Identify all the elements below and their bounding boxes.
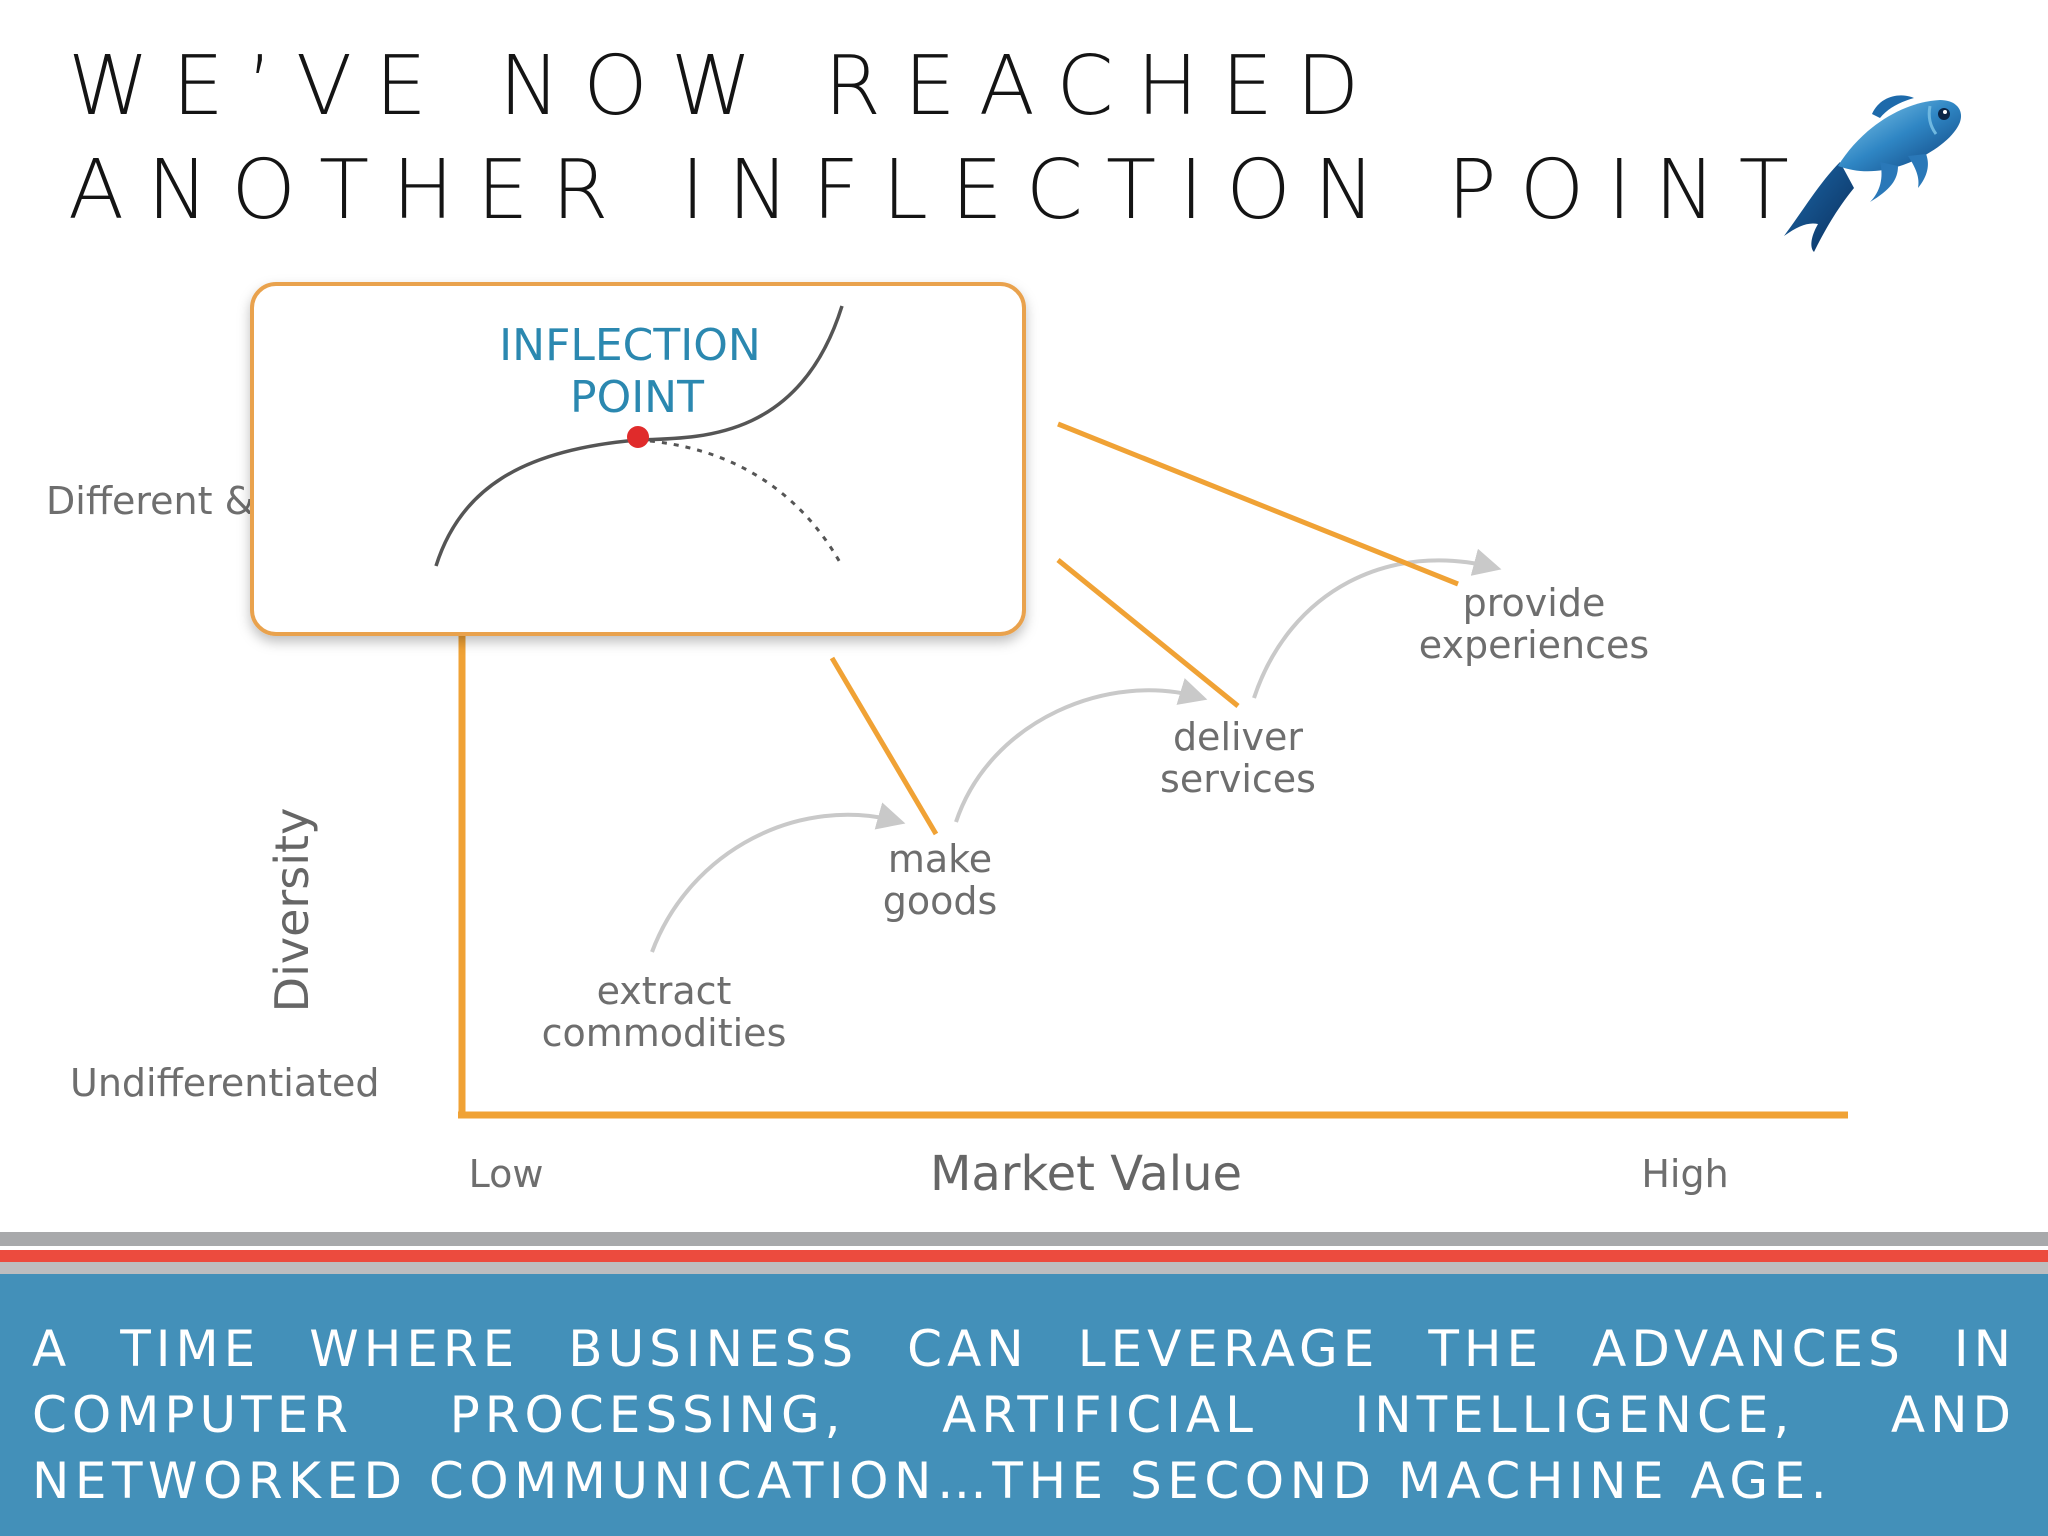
stage-label-line1: deliver [1173,715,1303,759]
stage-make-goods: make goods [883,837,998,923]
stage-label-line2: experiences [1419,623,1649,667]
stage-label-line2: services [1160,757,1316,801]
caption-line-3: NETWORKED COMMUNICATION…THE SECOND MACHI… [32,1452,1833,1510]
stage-label-line1: make [888,837,992,881]
caption-line-1: A TIME WHERE BUSINESS CAN LEVERAGE THE A… [32,1320,2016,1378]
callout-connector-services [1056,558,1240,708]
stage-extract-commodities: extract commodities [542,969,787,1055]
inflection-point-callout: INFLECTION POINT [250,282,1026,636]
divider-stripe [0,1250,2048,1262]
y-axis-title: Diversity [265,808,319,1013]
divider-stripe [0,1232,2048,1246]
x-label-high: High [1641,1152,1728,1196]
callout-connector-goods [829,656,939,836]
progression-arrow-2 [954,678,1208,823]
x-axis-title: Market Value [930,1146,1242,1202]
caption-panel [0,1274,2048,1536]
callout-connector-experiences [1057,421,1459,587]
x-label-low: Low [469,1152,544,1196]
divider-stripe [0,1246,2048,1250]
callout-label-line2: POINT [570,372,704,423]
progression-arrow-1 [650,802,906,953]
slide-title-line-2: ANOTHER INFLECTION POINT [68,143,1812,238]
progression-arrow-3 [1252,548,1502,699]
slide-title-line-1: WE’VE NOW REACHED [68,39,1383,134]
inflection-point-dot [627,426,649,448]
y-label-top: Different & [46,479,254,523]
stage-provide-experiences: provide experiences [1419,581,1649,667]
y-label-bottom: Undifferentiated [70,1061,380,1105]
experience-economy-diagram: Different & Undifferentiated Diversity L… [46,282,1848,1202]
stage-label-line2: commodities [542,1011,787,1055]
decline-curve [637,438,844,567]
stage-label-line1: provide [1463,581,1606,625]
caption-line-2: COMPUTER PROCESSING, ARTIFICIAL INTELLIG… [32,1386,2016,1444]
caption-band [0,1232,2048,1536]
stage-label-line1: extract [597,969,732,1013]
divider-stripe [0,1262,2048,1274]
stage-label-line2: goods [883,879,998,923]
stage-deliver-services: deliver services [1160,715,1316,801]
callout-label-line1: INFLECTION [499,320,761,371]
blue-fish-icon [1784,95,1962,252]
